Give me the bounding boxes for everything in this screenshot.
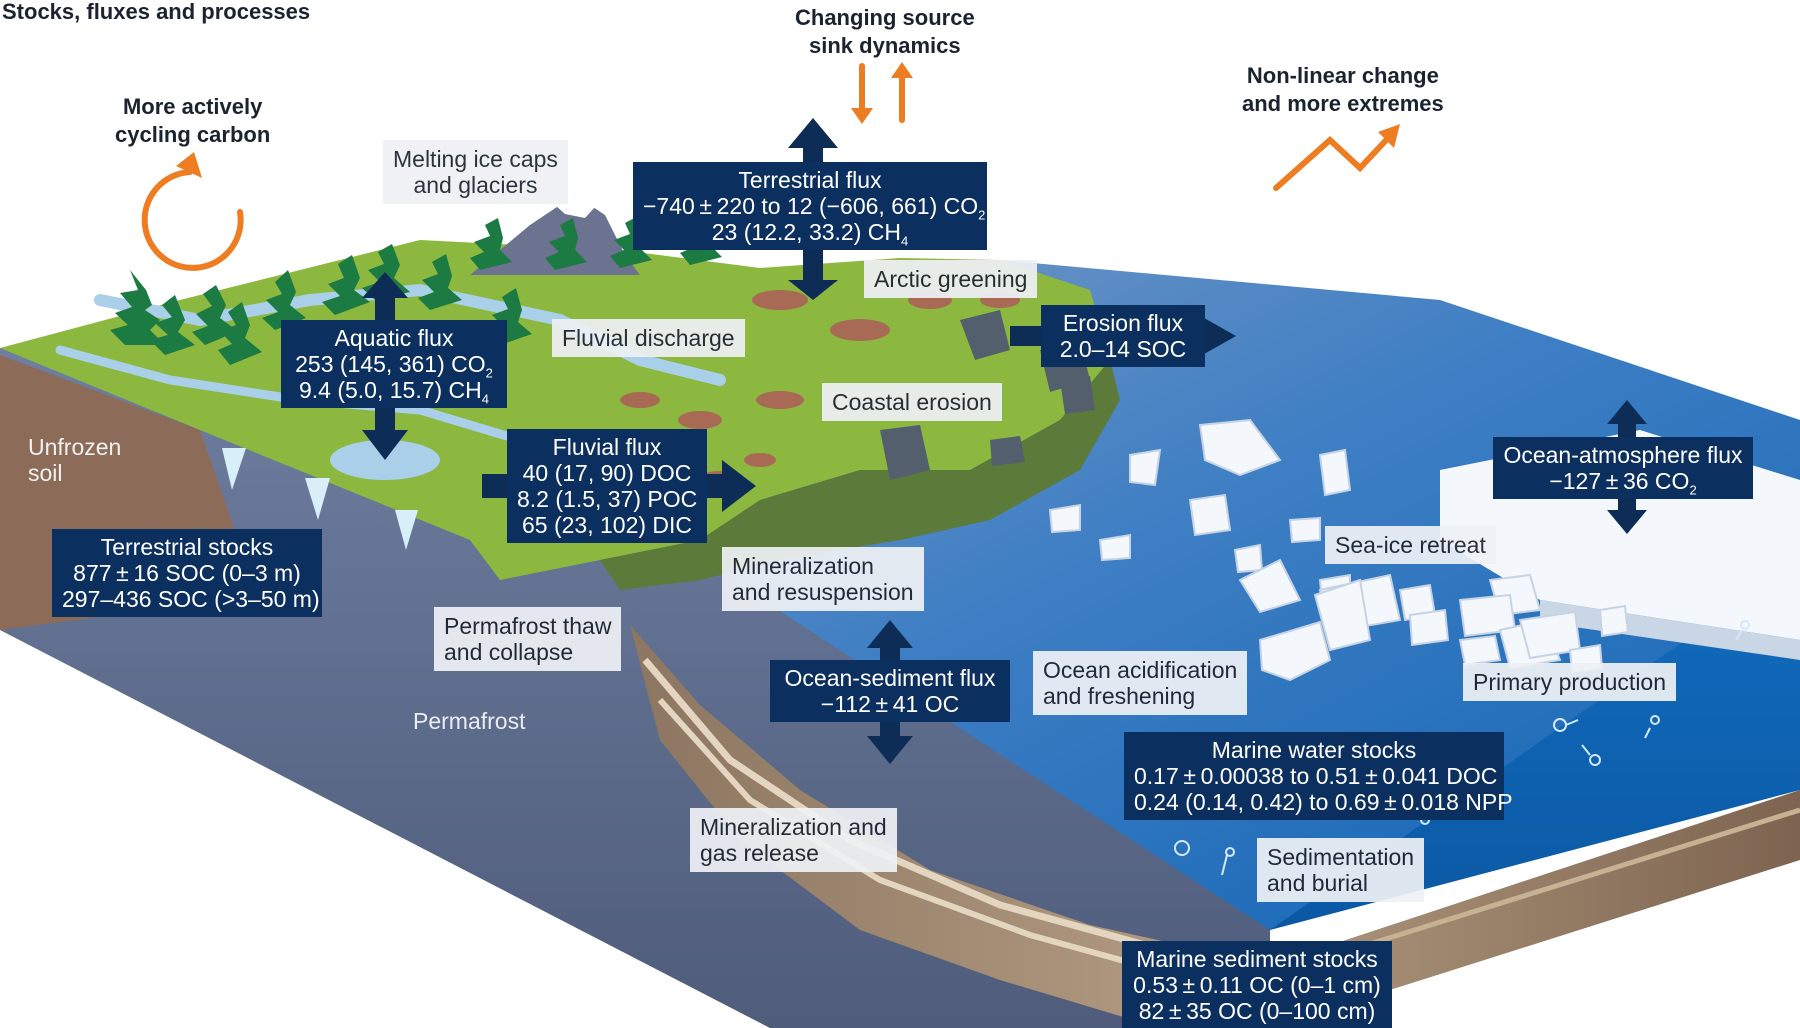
process-mineralization-resuspension-line: and resuspension <box>732 579 914 605</box>
down-arrowhead-icon <box>851 108 873 124</box>
process-mineralization-resuspension-label: Mineralization and resuspension <box>722 547 924 611</box>
terrestrial-flux-box: Terrestrial flux −740 ± 220 to 12 (−606,… <box>633 162 987 250</box>
process-permafrost-thaw-label: Permafrost thaw and collapse <box>434 607 622 671</box>
zone-unfrozen-soil-line: soil <box>28 460 63 486</box>
mountain <box>470 195 640 275</box>
trend-source-sink-line: Changing source <box>795 5 975 30</box>
process-coastal-erosion-label: Coastal erosion <box>822 383 1002 421</box>
ocean-atmosphere-flux-co2-subscript: 2 <box>1689 482 1697 498</box>
terrestrial-flux-co2-row: −740 ± 220 to 12 (−606, 661) CO2 <box>643 193 985 222</box>
marine-water-stocks-row: 0.24 (0.14, 0.42) to 0.69 ± 0.018 NPP <box>1134 789 1513 815</box>
process-melting-line: and glaciers <box>413 172 538 198</box>
terrestrial-stocks-title: Terrestrial stocks <box>100 534 274 560</box>
aquatic-flux-ch4-subscript: 4 <box>481 391 490 407</box>
marine-water-stocks-box: Marine water stocks 0.17 ± 0.00038 to 0.… <box>1124 732 1513 820</box>
trend-cycling-line: More actively <box>122 94 263 119</box>
up-arrowhead-icon <box>891 62 913 78</box>
trend-cycling-line: cycling carbon <box>115 122 271 147</box>
terrestrial-flux-ch4-subscript: 4 <box>900 233 909 249</box>
process-melting-line: Melting ice caps <box>393 146 558 172</box>
ocean-sediment-flux-box: Ocean-sediment flux −112 ± 41 OC <box>770 660 1010 722</box>
process-primary-production-label: Primary production <box>1463 663 1677 701</box>
aquatic-flux-ch4-value: 9.4 (5.0, 15.7) CH <box>298 377 482 403</box>
process-acidification-line: Ocean acidification <box>1043 657 1238 683</box>
plankton-icons <box>1174 620 1750 876</box>
terrestrial-flux-co2-subscript: 2 <box>978 207 986 223</box>
process-fluvial-discharge-label: Fluvial discharge <box>552 319 745 357</box>
process-sea-ice-label: Sea-ice retreat <box>1325 526 1496 564</box>
erosion-flux-box: Erosion flux 2.0–14 SOC <box>1041 305 1205 367</box>
aquatic-flux-box: Aquatic flux 253 (145, 361) CO2 9.4 (5.0… <box>281 320 507 408</box>
aquatic-flux-ch4-row: 9.4 (5.0, 15.7) CH4 <box>291 377 497 406</box>
terrestrial-flux-co2-value: −740 ± 220 to 12 (−606, 661) CO <box>643 193 979 219</box>
fluvial-flux-box: Fluvial flux 40 (17, 90) DOC 8.2 (1.5, 3… <box>507 429 707 543</box>
seabed-sediment-layers <box>630 625 1800 1028</box>
process-mineralization-resuspension-line: Mineralization <box>732 553 874 579</box>
aquatic-flux-title: Aquatic flux <box>334 325 454 351</box>
terrestrial-stocks-box: Terrestrial stocks 877 ± 16 SOC (0–3 m) … <box>52 529 322 617</box>
marine-water-stocks-row: 0.17 ± 0.00038 to 0.51 ± 0.041 DOC <box>1134 763 1498 789</box>
marine-sediment-stocks-title: Marine sediment stocks <box>1136 946 1378 972</box>
marine-sediment-stocks-row: 82 ± 35 OC (0–100 cm) <box>1138 998 1376 1024</box>
fluvial-flux-title: Fluvial flux <box>552 434 662 460</box>
process-sedimentation-line: and burial <box>1267 870 1369 896</box>
ocean-sediment-flux-row: −112 ± 41 OC <box>820 691 960 717</box>
ocean-atmosphere-flux-co2-value: −127 ± 36 CO <box>1549 468 1690 494</box>
ocean-atmosphere-flux-box: Ocean-atmosphere flux −127 ± 36 CO2 <box>1493 437 1753 499</box>
zone-permafrost-label: Permafrost <box>413 708 526 734</box>
trend-cycling-label: More actively cycling carbon <box>115 93 270 149</box>
trend-source-sink-line: sink dynamics <box>809 33 961 58</box>
cycling-arrow-icon <box>141 169 244 271</box>
process-sedimentation-line: Sedimentation <box>1267 844 1415 870</box>
fluvial-flux-row: 65 (23, 102) DIC <box>521 512 693 538</box>
ocean-atmosphere-flux-co2-row: −127 ± 36 CO2 <box>1503 468 1743 497</box>
ocean-sediment-flux-title: Ocean-sediment flux <box>784 665 996 691</box>
sediment-stripe <box>657 697 1231 993</box>
terrestrial-stocks-row: 297–436 SOC (>3–50 m) <box>62 586 320 612</box>
aquatic-flux-co2-row: 253 (145, 361) CO2 <box>291 351 497 380</box>
terrestrial-flux-title: Terrestrial flux <box>738 167 882 193</box>
terrestrial-stocks-row: 877 ± 16 SOC (0–3 m) <box>73 560 301 586</box>
process-acidification-label: Ocean acidification and freshening <box>1033 651 1248 715</box>
aquatic-flux-co2-subscript: 2 <box>485 365 493 381</box>
process-permafrost-thaw-line: and collapse <box>444 639 574 665</box>
trend-nonlinear-label: Non-linear change and more extremes <box>1242 62 1444 118</box>
trend-source-sink-label: Changing source sink dynamics <box>795 4 975 60</box>
process-mineralization-gas-label: Mineralization and gas release <box>690 808 897 872</box>
diagram-title: Stocks, fluxes and processes <box>2 0 311 24</box>
process-permafrost-thaw-line: Permafrost thaw <box>444 613 612 639</box>
zone-unfrozen-soil-line: Unfrozen <box>28 434 122 460</box>
erosion-flux-title: Erosion flux <box>1062 310 1184 336</box>
zigzag-arrow-icon <box>1273 133 1393 191</box>
marine-sediment-stocks-box: Marine sediment stocks 0.53 ± 0.11 OC (0… <box>1122 941 1392 1028</box>
ocean-atmosphere-flux-title: Ocean-atmosphere flux <box>1503 442 1743 468</box>
trend-arrowheads <box>176 62 1400 178</box>
process-melting-label: Melting ice caps and glaciers <box>383 140 568 204</box>
aquatic-flux-co2-value: 253 (145, 361) CO <box>295 351 486 377</box>
ice-wedges <box>222 448 418 550</box>
trend-nonlinear-line: Non-linear change <box>1246 63 1439 88</box>
process-mineralization-gas-line: Mineralization and <box>700 814 887 840</box>
marine-water-stocks-title: Marine water stocks <box>1211 737 1417 763</box>
coastal-slope <box>600 360 1120 590</box>
cycling-arrowhead-icon <box>176 152 202 178</box>
trend-icons <box>141 63 1393 271</box>
terrestrial-flux-ch4-value: 23 (12.2, 33.2) CH <box>711 219 901 245</box>
process-greening-label: Arctic greening <box>864 260 1038 298</box>
river <box>94 283 726 386</box>
zone-unfrozen-soil-label: Unfrozen soil <box>28 434 121 486</box>
process-acidification-line: and freshening <box>1043 683 1196 709</box>
fluvial-flux-row: 8.2 (1.5, 37) POC <box>517 486 698 512</box>
trend-nonlinear-line: and more extremes <box>1242 91 1444 116</box>
process-mineralization-gas-line: gas release <box>700 840 819 866</box>
process-sedimentation-label: Sedimentation and burial <box>1257 838 1425 902</box>
fluvial-flux-row: 40 (17, 90) DOC <box>522 460 692 486</box>
terrestrial-flux-ch4-row: 23 (12.2, 33.2) CH4 <box>643 219 977 248</box>
zigzag-arrowhead-icon <box>1378 124 1400 148</box>
marine-sediment-stocks-row: 0.53 ± 0.11 OC (0–1 cm) <box>1133 972 1381 998</box>
erosion-flux-row: 2.0–14 SOC <box>1059 336 1187 362</box>
ice-floes <box>1048 418 1630 682</box>
